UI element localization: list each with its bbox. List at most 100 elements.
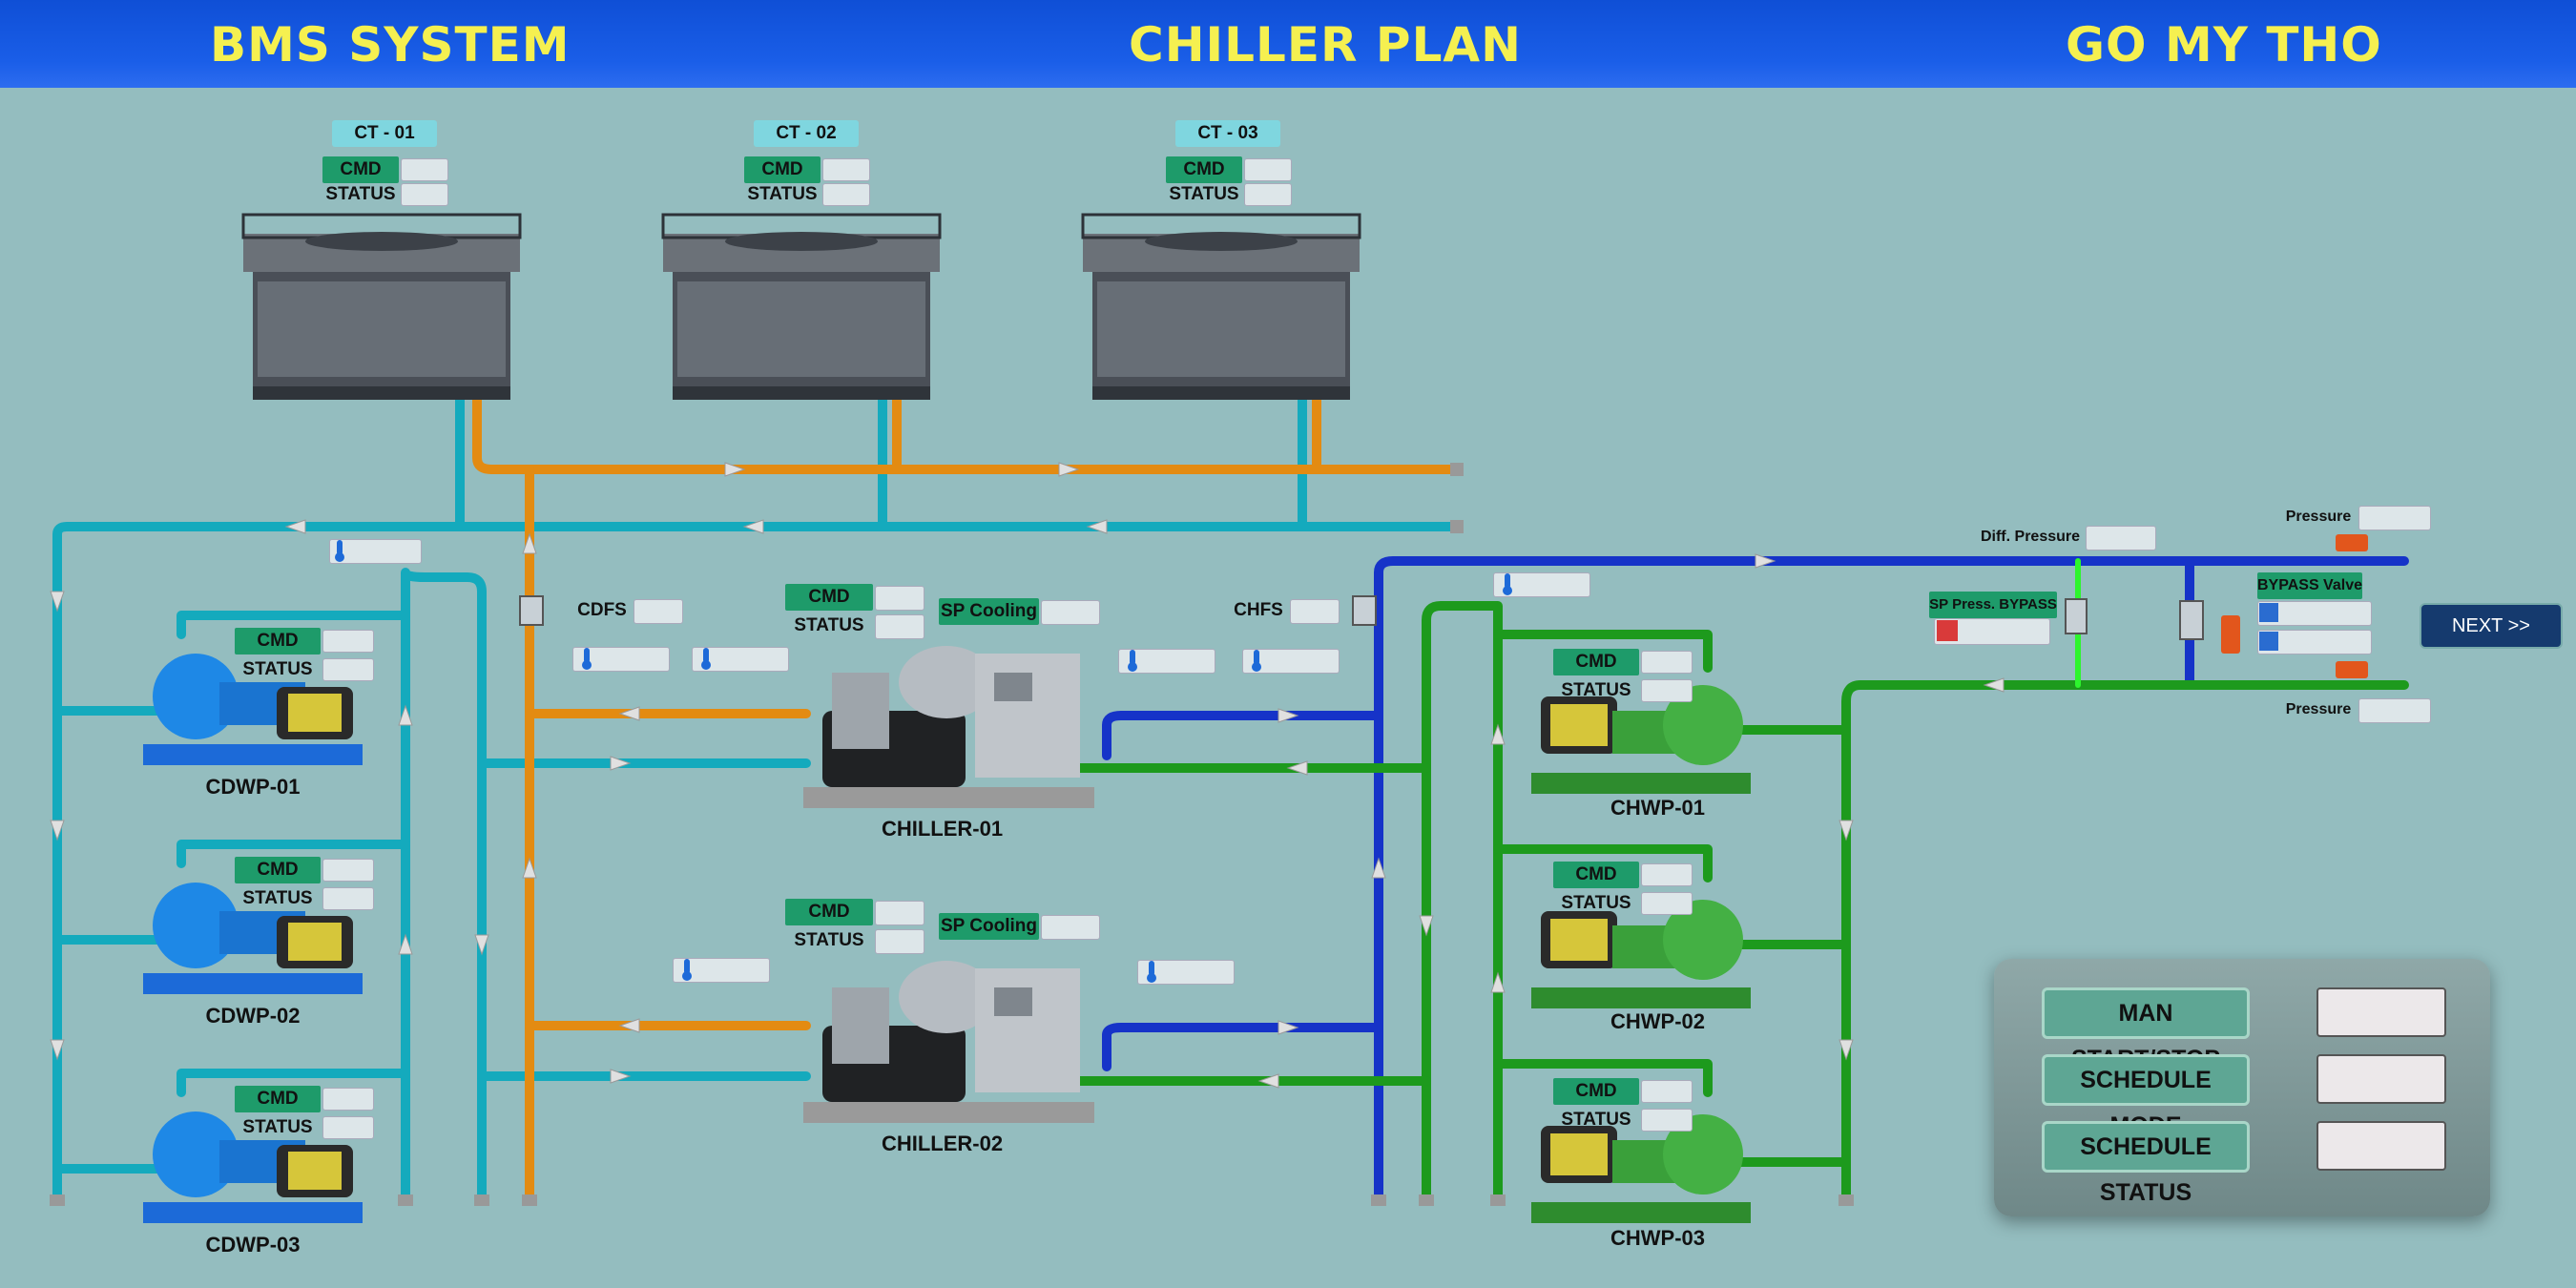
chilled-return-pipes bbox=[1064, 601, 2409, 1202]
thermometer-icon bbox=[331, 538, 348, 563]
ct-02-status-label: STATUS bbox=[747, 184, 818, 204]
cdwp-03-status-value bbox=[322, 1116, 374, 1139]
ct-02-status-value bbox=[822, 183, 870, 206]
header-center-title: CHILLER PLAN bbox=[1129, 17, 1522, 73]
thermometer-icon bbox=[1143, 959, 1160, 984]
chwp-02-status-label: STATUS bbox=[1561, 893, 1631, 913]
cdwp-01-cmd-value[interactable] bbox=[322, 630, 374, 653]
schedule-status-button[interactable]: SCHEDULE STATUS bbox=[2042, 1121, 2250, 1206]
cdwp-01-name: CDWP-01 bbox=[205, 775, 301, 799]
header-left-title: BMS SYSTEM bbox=[210, 17, 571, 73]
header-bar: BMS SYSTEM CHILLER PLAN GO MY THO bbox=[0, 0, 2576, 88]
cdwp-03-cmd-label: CMD bbox=[235, 1086, 321, 1112]
chiller-01-cmd-value[interactable] bbox=[875, 586, 924, 611]
chwp-03-cmd-label: CMD bbox=[1553, 1078, 1639, 1105]
flow-arrows bbox=[50, 462, 2005, 1089]
thermometer-icon bbox=[697, 646, 715, 671]
cdwp-02-status-value bbox=[322, 887, 374, 910]
chiller-02-name: CHILLER-02 bbox=[881, 1132, 1004, 1155]
temp-condenser-return-value bbox=[329, 539, 422, 564]
cdwp-01-status-value bbox=[322, 658, 374, 681]
thermometer-icon bbox=[678, 957, 696, 982]
chwp-02-cmd-value[interactable] bbox=[1641, 863, 1693, 886]
condenser-return-pipes bbox=[52, 372, 1460, 1202]
pressure-top-label: Pressure bbox=[2285, 509, 2352, 525]
valve-command-icon bbox=[2259, 603, 2278, 622]
chiller-01-status-label: STATUS bbox=[794, 615, 864, 635]
thermometer-icon bbox=[1248, 648, 1265, 673]
ct-01-name: CT - 01 bbox=[332, 120, 437, 147]
cooling-tower-graphics bbox=[241, 213, 1361, 400]
cdwp-01-cmd-label: CMD bbox=[235, 628, 321, 654]
next-button[interactable]: NEXT >> bbox=[2420, 603, 2563, 649]
schedule-mode-value bbox=[2316, 1054, 2446, 1104]
ct-01-cmd-label: CMD bbox=[322, 156, 399, 183]
chwp-01-cmd-label: CMD bbox=[1553, 649, 1639, 675]
schedule-status-value bbox=[2316, 1121, 2446, 1171]
ct-01-status-value bbox=[401, 183, 448, 206]
cdwp-02-cmd-value[interactable] bbox=[322, 859, 374, 882]
bypass-valve-label: BYPASS Valve bbox=[2257, 572, 2362, 599]
chiller-02-cmd-value[interactable] bbox=[875, 901, 924, 925]
ct-03-cmd-label: CMD bbox=[1166, 156, 1242, 183]
pressure-bottom-value bbox=[2358, 698, 2431, 723]
cdwp-01-status-label: STATUS bbox=[242, 659, 313, 679]
cdwp-pump-graphics bbox=[143, 654, 363, 1223]
ct-03-status-value bbox=[1244, 183, 1292, 206]
sp-press-bypass-label: SP Press. BYPASS bbox=[1929, 592, 2057, 618]
chiller-01-sp-value[interactable] bbox=[1041, 600, 1100, 625]
cdwp-03-status-label: STATUS bbox=[242, 1117, 313, 1137]
schedule-control-panel: MAN START/STOP SCHEDULE MODE SCHEDULE ST… bbox=[1994, 959, 2490, 1216]
pressure-bottom-label: Pressure bbox=[2285, 701, 2352, 717]
chwp-01-status-label: STATUS bbox=[1561, 680, 1631, 700]
thermometer-icon bbox=[1499, 571, 1516, 596]
cdfs-label: CDFS bbox=[577, 600, 627, 620]
chwp-03-status-value bbox=[1641, 1109, 1693, 1132]
thermometer-icon bbox=[578, 646, 595, 671]
ct-01-cmd-value[interactable] bbox=[401, 158, 448, 181]
cdwp-03-cmd-value[interactable] bbox=[322, 1088, 374, 1111]
chwp-01-cmd-value[interactable] bbox=[1641, 651, 1693, 674]
chwp-03-cmd-value[interactable] bbox=[1641, 1080, 1693, 1103]
chiller-02-sp-value[interactable] bbox=[1041, 915, 1100, 940]
cdwp-02-status-label: STATUS bbox=[242, 888, 313, 908]
diff-pressure-label: Diff. Pressure bbox=[1980, 529, 2081, 545]
pressure-top-value bbox=[2358, 506, 2431, 530]
chiller-02-status-label: STATUS bbox=[794, 930, 864, 950]
chwp-01-status-value bbox=[1641, 679, 1693, 702]
chiller-01-status-value bbox=[875, 614, 924, 639]
ct-03-cmd-value[interactable] bbox=[1244, 158, 1292, 181]
schedule-mode-button[interactable]: SCHEDULE MODE bbox=[2042, 1054, 2250, 1139]
chiller-01-name: CHILLER-01 bbox=[881, 817, 1004, 841]
chiller-02-cmd-label: CMD bbox=[785, 899, 873, 925]
setpoint-icon bbox=[1937, 620, 1958, 641]
chwp-02-status-value bbox=[1641, 892, 1693, 915]
chfs-label: CHFS bbox=[1234, 600, 1283, 620]
man-start-stop-button[interactable]: MAN START/STOP bbox=[2042, 987, 2250, 1072]
chwp-03-name: CHWP-03 bbox=[1610, 1226, 1705, 1250]
chiller-02-status-value bbox=[875, 929, 924, 954]
ct-02-cmd-value[interactable] bbox=[822, 158, 870, 181]
cdwp-02-name: CDWP-02 bbox=[205, 1004, 301, 1028]
chiller-01-cmd-label: CMD bbox=[785, 584, 873, 611]
ct-03-status-label: STATUS bbox=[1169, 184, 1239, 204]
cdwp-02-cmd-label: CMD bbox=[235, 857, 321, 883]
valve-feedback-icon bbox=[2259, 632, 2278, 651]
chiller-01-sp-label: SP Cooling bbox=[939, 598, 1039, 625]
ct-02-name: CT - 02 bbox=[754, 120, 859, 147]
thermometer-icon bbox=[1124, 648, 1141, 673]
cdfs-value bbox=[634, 599, 683, 624]
header-right-title: GO MY THO bbox=[2066, 17, 2382, 73]
ct-03-name: CT - 03 bbox=[1175, 120, 1280, 147]
man-start-stop-value bbox=[2316, 987, 2446, 1037]
chwp-pump-graphics bbox=[1531, 685, 1751, 1223]
chwp-03-status-label: STATUS bbox=[1561, 1110, 1631, 1130]
ct-01-status-label: STATUS bbox=[325, 184, 396, 204]
chiller-graphics bbox=[803, 646, 1094, 1123]
chwp-01-name: CHWP-01 bbox=[1610, 796, 1705, 820]
chfs-value bbox=[1290, 599, 1340, 624]
diff-pressure-value bbox=[2086, 526, 2156, 551]
ct-02-cmd-label: CMD bbox=[744, 156, 821, 183]
chiller-02-sp-label: SP Cooling bbox=[939, 913, 1039, 940]
